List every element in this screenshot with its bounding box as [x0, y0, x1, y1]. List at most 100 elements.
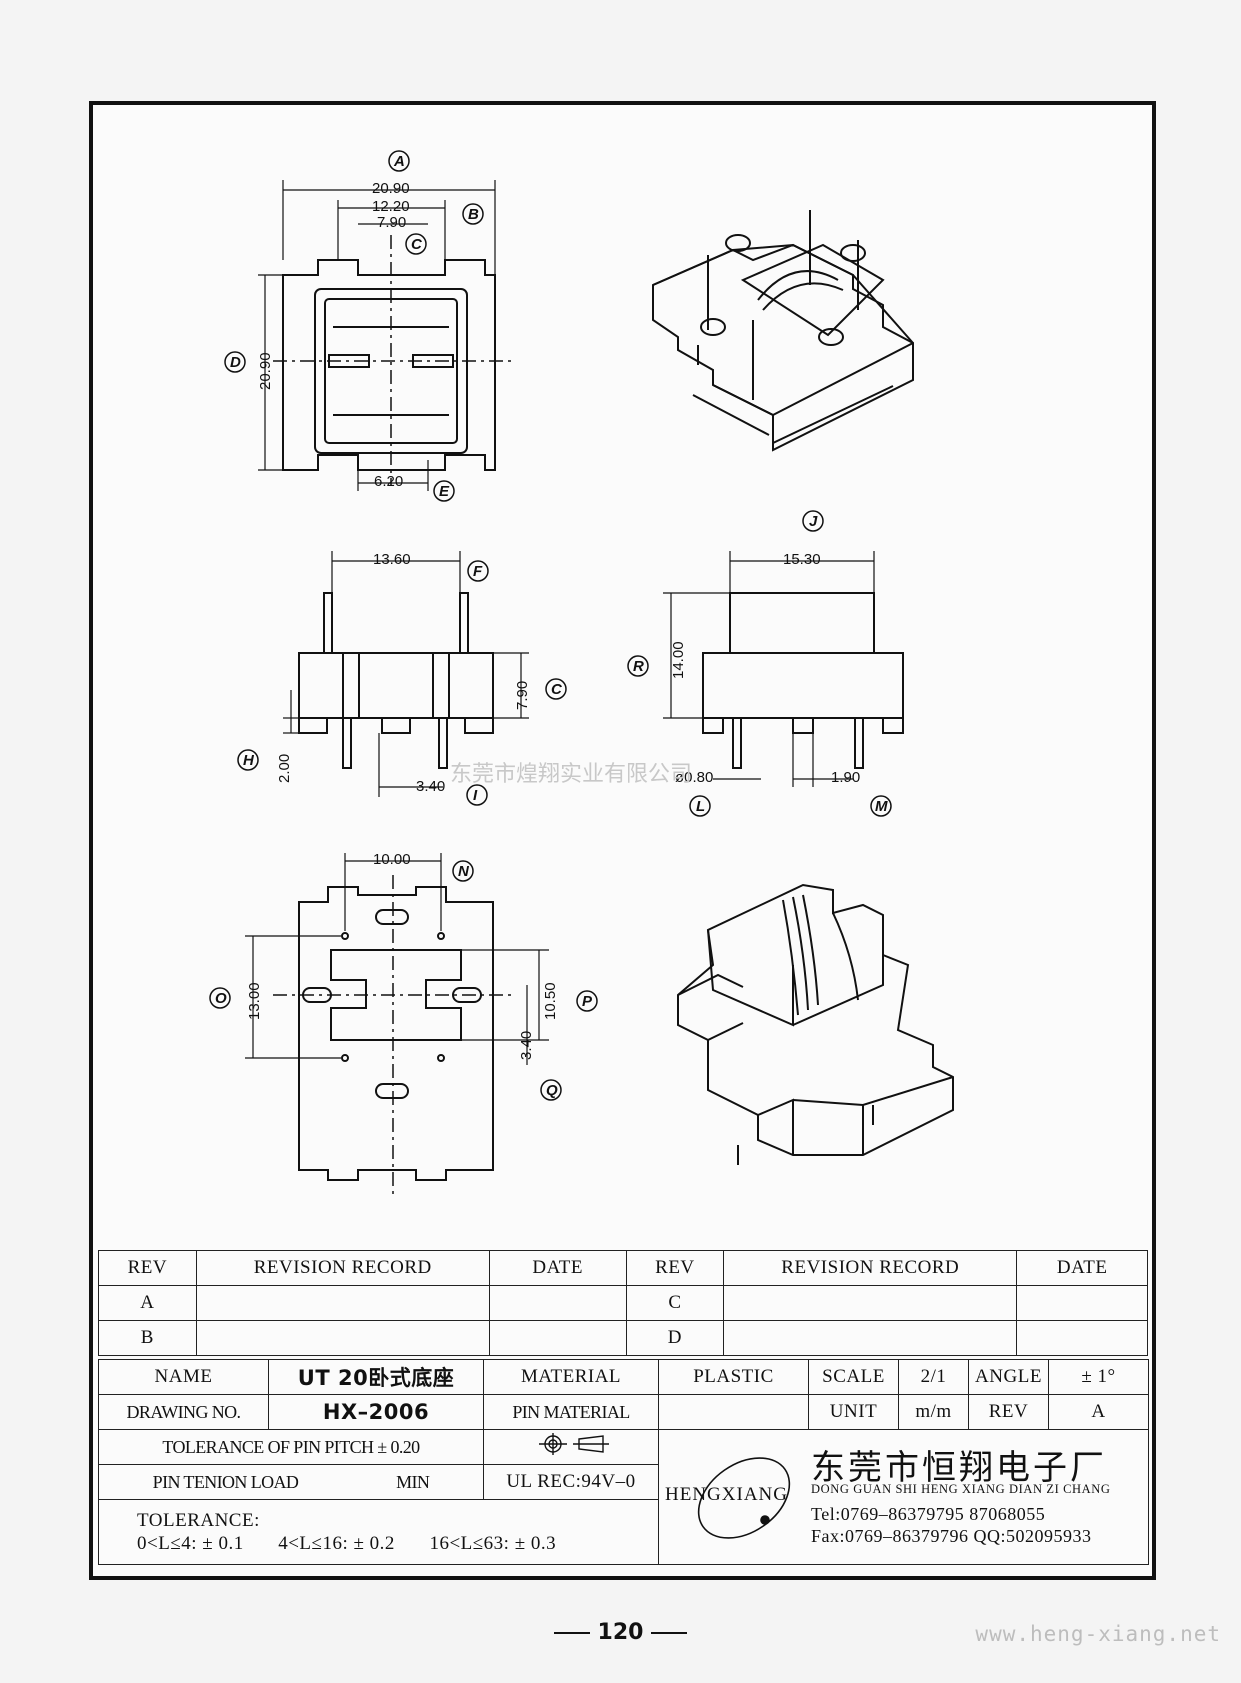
callout-r: R: [633, 658, 644, 675]
rev-cell: B: [98, 1320, 197, 1356]
scale-label: SCALE: [808, 1359, 899, 1395]
isometric-view-top: [652, 210, 914, 452]
material-label: MATERIAL: [483, 1359, 659, 1395]
date-cell: [488, 1285, 627, 1321]
dim-side-pin-gap: 1.90: [831, 769, 860, 786]
dim-side-width: 15.30: [783, 551, 821, 568]
dim-side-pin-dia: ø0.80: [675, 769, 713, 786]
callout-j: J: [809, 513, 818, 530]
logo-text: HENGXIANG: [665, 1484, 788, 1505]
technical-drawings: 20.90 12.20 7.90 20.90 6.20 A B C D E: [209, 150, 954, 1195]
callout-f: F: [473, 563, 483, 580]
page-number-value: 120: [597, 1620, 644, 1645]
record-cell: [195, 1285, 490, 1321]
date-cell: [1016, 1320, 1148, 1356]
website-url: www.heng-xiang.net: [975, 1622, 1221, 1646]
drawing-number: HX–2006: [268, 1394, 484, 1430]
angle-value: ± 1°: [1048, 1359, 1149, 1395]
dim-bottom-pin-span: 10.00: [373, 851, 411, 868]
table-row: B D: [98, 1320, 1148, 1356]
top-view-text: 20.90 12.20 7.90 20.90 6.20: [257, 180, 410, 490]
unit-value: m/m: [898, 1394, 969, 1430]
company-name-pinyin: DONG GUAN SHI HENG XIANG DIAN ZI CHANG: [811, 1482, 1111, 1496]
drawing-sheet: 20.90 12.20 7.90 20.90 6.20 A B C D E: [89, 101, 1156, 1580]
watermark-text: 东莞市煌翔实业有限公司: [450, 762, 692, 787]
dim-front-pin-pitch: 3.40: [416, 778, 445, 795]
first-angle-projection-icon: [539, 1433, 609, 1455]
company-tel: Tel:0769–86379795 87068055: [811, 1504, 1046, 1524]
isometric-view-bottom: [677, 883, 954, 1165]
rev-value: A: [1048, 1394, 1149, 1430]
page-number-left-rule: [553, 1632, 590, 1634]
company-block: HENGXIANG 东莞市恒翔电子厂 DONG GUAN SHI HENG XI…: [658, 1429, 1149, 1565]
top-view-callouts: [224, 150, 484, 502]
side-view: [663, 551, 904, 787]
dim-top-slot: 7.90: [377, 214, 406, 231]
front-view: [283, 551, 529, 797]
table-row: A C: [98, 1285, 1148, 1321]
revision-header-row: REV REVISION RECORD DATE REV REVISION RE…: [98, 1250, 1148, 1286]
callout-l: L: [696, 798, 705, 815]
callout-o: O: [215, 990, 227, 1007]
tolerance-cell: TOLERANCE: 0<L≤4: ± 0.1 4<L≤16: ± 0.2 16…: [98, 1499, 659, 1565]
callout-i: I: [473, 787, 478, 804]
page-number-right-rule: [651, 1632, 688, 1634]
rev-label: REV: [968, 1394, 1049, 1430]
hengxiang-logo-icon: [697, 1457, 791, 1539]
name-label: NAME: [98, 1359, 269, 1395]
tolerance-range-2: 4<L≤16: ± 0.2: [278, 1533, 395, 1554]
callout-q: Q: [546, 1082, 558, 1099]
rev-cell: D: [625, 1320, 725, 1356]
part-name: UT 20卧式底座: [268, 1359, 484, 1395]
revision-record-header-2: REVISION RECORD: [723, 1250, 1018, 1286]
date-cell: [488, 1320, 627, 1356]
pin-pitch-tolerance: TOLERANCE OF PIN PITCH ± 0.20: [98, 1429, 484, 1465]
callout-h: H: [243, 752, 255, 769]
dim-side-height: 14.00: [670, 641, 687, 679]
tolerance-range-1: 0<L≤4: ± 0.1: [137, 1533, 244, 1554]
dim-front-body-height: 7.90: [514, 681, 531, 710]
pin-material-label: PIN MATERIAL: [483, 1394, 659, 1430]
date-cell: [1016, 1285, 1148, 1321]
drawing-no-label: DRAWING NO.: [98, 1394, 269, 1430]
revision-table: REV REVISION RECORD DATE REV REVISION RE…: [98, 1250, 1148, 1356]
pin-tension-label: PIN TENION LOAD: [152, 1471, 299, 1492]
company-fax: Fax:0769–86379796 QQ:502095933: [811, 1526, 1092, 1546]
scale-value: 2/1: [898, 1359, 969, 1395]
dim-top-bottom: 6.20: [374, 473, 403, 490]
top-view: [258, 180, 513, 491]
pin-tension-cell: PIN TENION LOAD MIN: [98, 1464, 484, 1500]
angle-label: ANGLE: [968, 1359, 1049, 1395]
page-number: 120: [0, 1620, 1241, 1645]
rev-header: REV: [98, 1250, 197, 1286]
projection-symbol-cell: [483, 1429, 659, 1465]
date-header-2: DATE: [1016, 1250, 1148, 1286]
callout-p: P: [582, 993, 593, 1010]
ul-rating: UL REC:94V–0: [483, 1464, 659, 1500]
company-name-cn: 东莞市恒翔电子厂: [811, 1448, 1107, 1488]
tolerance-label: TOLERANCE:: [137, 1510, 260, 1531]
pin-material-value: [658, 1394, 809, 1430]
callout-n: N: [458, 863, 470, 880]
rev-cell: C: [625, 1285, 725, 1321]
bottom-view: [245, 853, 549, 1195]
callout-b: B: [468, 206, 479, 223]
date-header: DATE: [488, 1250, 627, 1286]
title-block-table: NAME UT 20卧式底座 MATERIAL PLASTIC SCALE 2/…: [98, 1359, 1149, 1565]
dim-top-width: 20.90: [372, 180, 410, 197]
callout-c2: C: [551, 681, 563, 698]
dim-bottom-offset: 3.40: [518, 1031, 535, 1060]
callout-c: C: [411, 236, 423, 253]
record-cell: [723, 1285, 1018, 1321]
record-cell: [723, 1320, 1018, 1356]
dim-top-pitch: 12.20: [372, 198, 410, 215]
dim-top-height: 20.90: [257, 352, 274, 390]
dim-front-pin-len: 2.00: [276, 754, 293, 783]
revision-record-header: REVISION RECORD: [195, 1250, 490, 1286]
record-cell: [195, 1320, 490, 1356]
rev-header-2: REV: [625, 1250, 725, 1286]
callout-d: D: [230, 354, 241, 371]
rev-cell: A: [98, 1285, 197, 1321]
material-value: PLASTIC: [658, 1359, 809, 1395]
callout-a: A: [393, 153, 405, 170]
